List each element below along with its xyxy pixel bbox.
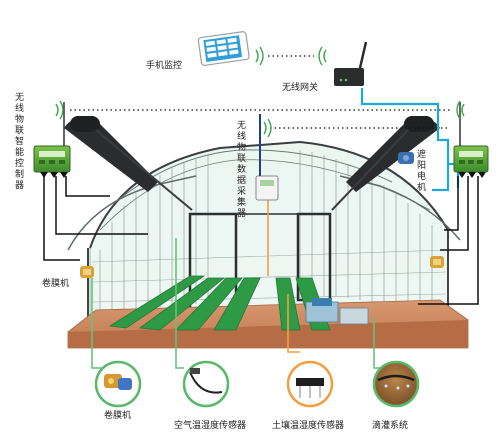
film-roller-rods bbox=[64, 116, 440, 211]
roller-motor-right bbox=[430, 256, 444, 268]
motor-icon bbox=[398, 152, 414, 164]
wifi-icon-gateway bbox=[318, 46, 327, 66]
wireless-links bbox=[70, 55, 450, 129]
label-wireless-gateway: 无线网关 bbox=[282, 83, 319, 93]
wifi-icon-controller-left bbox=[55, 100, 64, 120]
label-roller-machine: 卷膜机 bbox=[104, 411, 132, 421]
wifi-icon-controller-right bbox=[456, 100, 465, 120]
controller-icon-left bbox=[33, 102, 71, 178]
label-air-sensor: 空气温湿度传感器 bbox=[174, 421, 247, 431]
controller-icon-right bbox=[453, 102, 489, 178]
thumb-roller-machine bbox=[94, 360, 142, 408]
collector-icon bbox=[255, 114, 279, 201]
label-roller-machine-left: 卷膜机 bbox=[42, 279, 70, 289]
smartphone-icon bbox=[197, 31, 250, 66]
label-phone-monitor: 手机监控 bbox=[146, 61, 183, 71]
router-icon bbox=[334, 41, 368, 86]
label-data-collector: 无线物联数据采集器 bbox=[236, 121, 246, 219]
label-smart-controller: 无线物联智能控制器 bbox=[14, 93, 24, 191]
label-drip-irrigation: 滴灌系统 bbox=[372, 421, 409, 431]
roller-motor-left bbox=[80, 266, 94, 278]
wifi-icon-collector bbox=[263, 118, 272, 138]
thumb-air-sensor bbox=[182, 360, 230, 408]
label-shade-motor: 遮阳电机 bbox=[416, 150, 426, 193]
wifi-icon-phone bbox=[255, 46, 264, 66]
label-soil-sensor: 土壤温湿度传感器 bbox=[272, 421, 345, 431]
thumb-drip-irrigation bbox=[372, 360, 420, 408]
cable-links-black bbox=[43, 176, 479, 305]
thumb-soil-sensor bbox=[286, 360, 334, 408]
sensor-links-orange bbox=[267, 198, 300, 353]
